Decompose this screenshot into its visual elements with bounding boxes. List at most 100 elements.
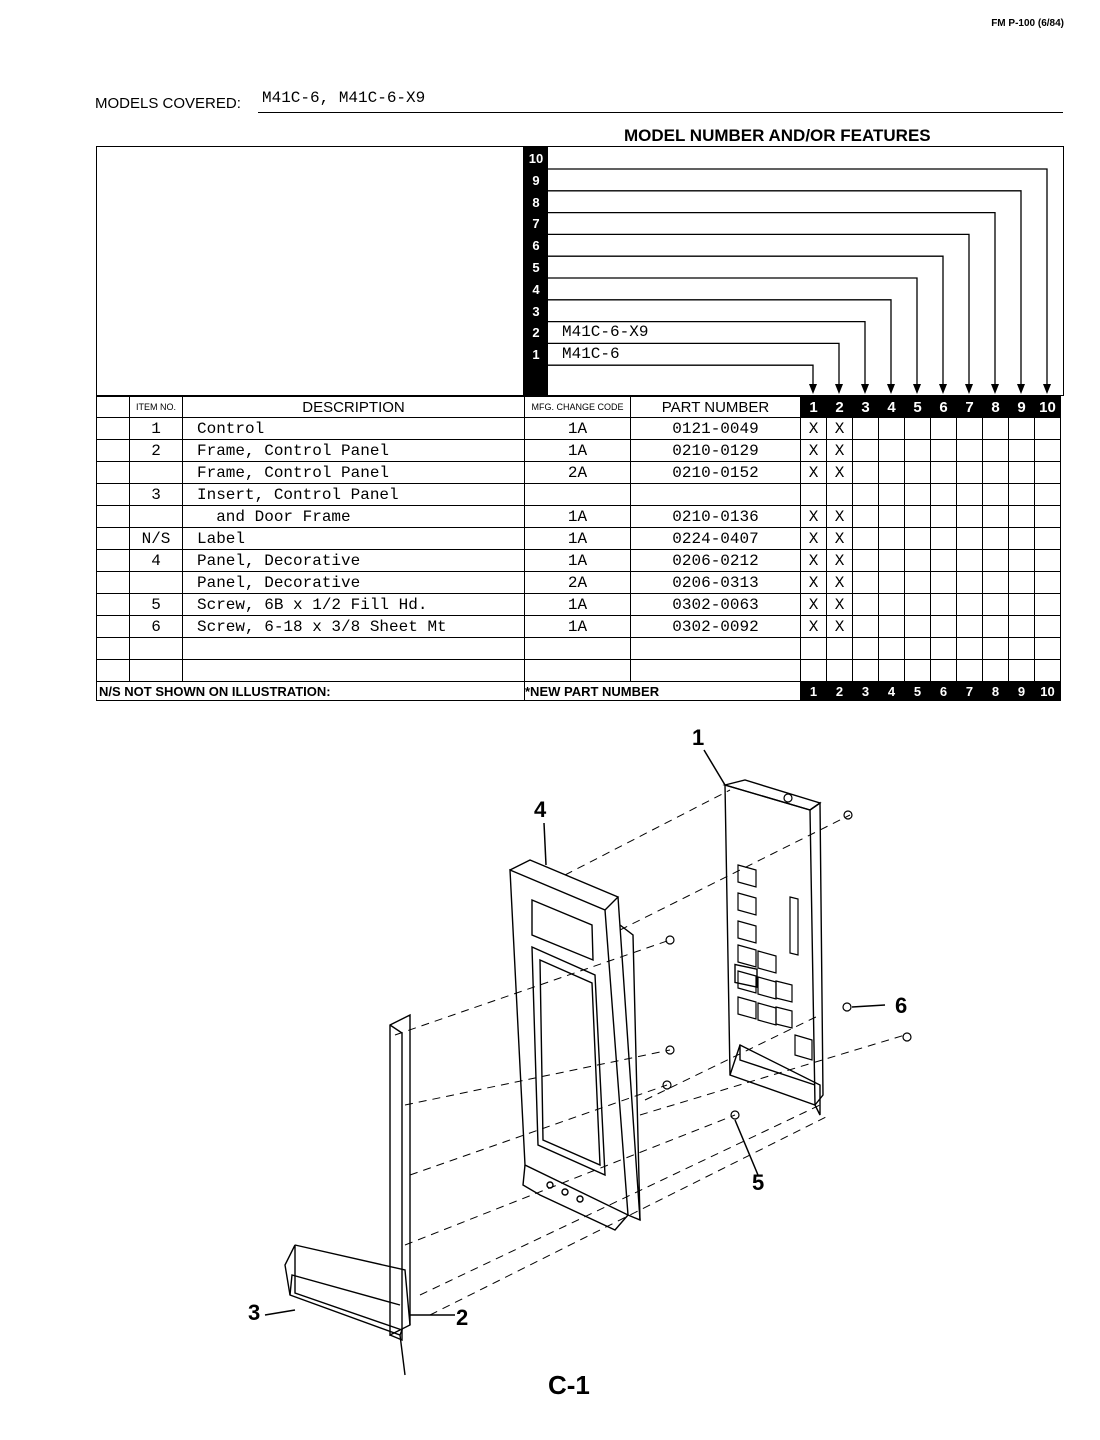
leader-line-3 — [548, 320, 866, 390]
model-mark-cell — [852, 637, 879, 660]
model-label-1: M41C-6 — [562, 345, 620, 364]
page-label: C-1 — [548, 1370, 590, 1400]
model-mark-cell — [956, 527, 983, 550]
model-col-number-2: 2 — [532, 325, 540, 341]
mfg-code-cell: 1A — [524, 549, 631, 572]
model-mark-cell — [852, 461, 879, 484]
callout-2: 2 — [456, 1305, 468, 1330]
model-mark-cell — [956, 461, 983, 484]
model-mark-cell — [1008, 571, 1035, 594]
footer-col-8: 8 — [982, 681, 1009, 701]
item-no-cell: 2 — [129, 439, 183, 462]
model-col-number-6: 6 — [532, 238, 540, 254]
mfg-change-code-header: MFG. CHANGE CODE — [524, 396, 631, 418]
part-number-header: PART NUMBER — [630, 396, 801, 418]
model-mark-cell — [878, 549, 905, 572]
leader-arrow-4 — [887, 384, 895, 394]
model-mark-cell — [1008, 615, 1035, 638]
model-mark-cell — [1008, 417, 1035, 440]
item-no-header: ITEM NO. — [129, 396, 183, 418]
footer-col-9: 9 — [1008, 681, 1035, 701]
leader-arrow-6 — [939, 384, 947, 394]
mfg-code-cell: 1A — [524, 615, 631, 638]
mfg-code-cell: 1A — [524, 417, 631, 440]
model-mark-cell — [982, 637, 1009, 660]
model-col-number-10: 10 — [528, 151, 544, 166]
control-panel-frame-drawing — [284, 1013, 411, 1376]
mfg-code-cell: 1A — [524, 527, 631, 550]
model-mark-cell — [1008, 593, 1035, 616]
model-mark-cell — [930, 417, 957, 440]
model-mark-cell: X — [800, 461, 827, 484]
model-mark-cell — [904, 417, 931, 440]
part-number-cell — [630, 483, 801, 506]
leader-line-4 — [548, 299, 892, 390]
model-mark-cell — [982, 417, 1009, 440]
model-mark-cell — [852, 439, 879, 462]
model-mark-cell — [878, 659, 905, 682]
model-mark-cell — [982, 483, 1009, 506]
model-mark-cell — [852, 505, 879, 528]
model-mark-cell — [904, 615, 931, 638]
model-mark-cell — [1034, 527, 1061, 550]
item-no-cell: 6 — [129, 615, 183, 638]
models-covered-label: MODELS COVERED: — [95, 95, 241, 112]
model-mark-cell — [1008, 483, 1035, 506]
footer-col-5: 5 — [904, 681, 931, 701]
model-mark-cell — [1008, 637, 1035, 660]
model-label-2: M41C-6-X9 — [562, 323, 649, 342]
model-mark-cell — [930, 527, 957, 550]
model-mark-cell — [1034, 593, 1061, 616]
description-cell: Panel, Decorative — [182, 571, 525, 594]
model-mark-cell — [982, 659, 1009, 682]
leader-arrow-8 — [991, 384, 999, 394]
model-mark-cell — [1034, 461, 1061, 484]
model-mark-cell — [1008, 659, 1035, 682]
model-col-number-9: 9 — [532, 172, 540, 188]
control-board-drawing — [722, 779, 824, 1116]
model-col-number-5: 5 — [532, 260, 540, 275]
model-mark-cell — [800, 483, 827, 506]
model-mark-cell: X — [800, 571, 827, 594]
leader-arrow-10 — [1043, 384, 1051, 394]
model-mark-cell — [878, 637, 905, 660]
mfg-code-cell: 2A — [524, 571, 631, 594]
model-mark-cell — [852, 483, 879, 506]
model-mark-cell: X — [826, 439, 853, 462]
decorative-panel-drawing — [509, 859, 641, 1231]
col-header-8: 8 — [982, 396, 1009, 418]
col-header-5: 5 — [904, 396, 931, 418]
model-mark-cell — [1034, 417, 1061, 440]
model-mark-cell — [982, 461, 1009, 484]
leader-line-10 — [548, 168, 1048, 390]
mfg-code-cell — [524, 659, 631, 682]
model-mark-cell: X — [826, 549, 853, 572]
model-mark-cell — [878, 505, 905, 528]
leader-arrow-3 — [861, 384, 869, 394]
model-mark-cell — [1034, 615, 1061, 638]
model-mark-cell — [1034, 637, 1061, 660]
footer-col-6: 6 — [930, 681, 957, 701]
model-mark-cell — [930, 483, 957, 506]
item-no-cell — [129, 659, 183, 682]
model-mark-cell: X — [826, 461, 853, 484]
model-mark-cell — [852, 417, 879, 440]
model-mark-cell — [956, 571, 983, 594]
part-number-cell: 0210-0129 — [630, 439, 801, 462]
item-no-cell — [129, 571, 183, 594]
item-no-cell: 5 — [129, 593, 183, 616]
row-spacer — [96, 593, 130, 616]
part-number-cell: 0224-0407 — [630, 527, 801, 550]
model-mark-cell — [1034, 549, 1061, 572]
model-mark-cell: X — [800, 505, 827, 528]
model-col-number-7: 7 — [532, 216, 540, 232]
model-mark-cell — [852, 527, 879, 550]
row-spacer — [96, 637, 130, 660]
callout-4: 4 — [534, 797, 547, 822]
part-number-cell: 0206-0313 — [630, 571, 801, 594]
model-mark-cell — [1008, 527, 1035, 550]
